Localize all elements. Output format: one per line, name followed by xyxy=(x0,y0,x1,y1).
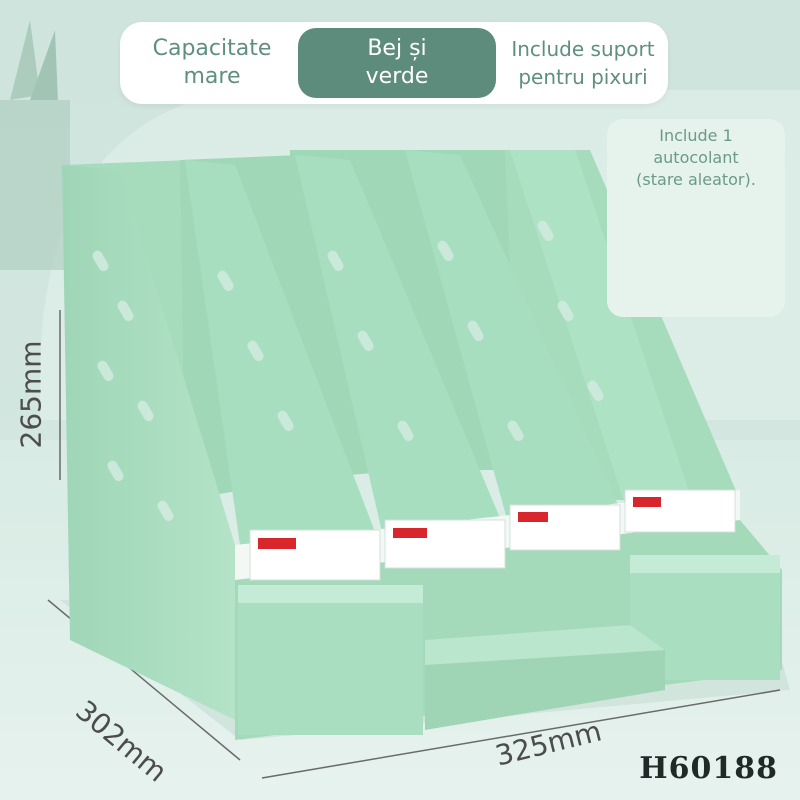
feature-badge-capacity: Capacitate mare xyxy=(120,22,304,104)
sticker-info-card: Include 1 autocolant (stare aleator). xyxy=(607,119,785,317)
feature-badge-color-text: Bej și verde xyxy=(365,36,429,89)
height-dimension-label: 265mm xyxy=(14,340,48,449)
product-code: H60188 xyxy=(639,751,778,786)
feature-badge-pen-holder-text: Include suport pentru pixuri xyxy=(511,37,655,89)
label-cards xyxy=(249,489,736,581)
plant-decoration xyxy=(0,20,70,270)
feature-badge-pen-holder: Include suport pentru pixuri xyxy=(498,22,668,104)
feature-badge-color: Bej și verde xyxy=(298,28,496,98)
feature-badge-capacity-text: Capacitate mare xyxy=(152,36,272,89)
sticker-info-text: Include 1 autocolant (stare aleator). xyxy=(636,126,756,189)
feature-badge-bar: Capacitate mare Bej și verde Include sup… xyxy=(120,22,668,104)
